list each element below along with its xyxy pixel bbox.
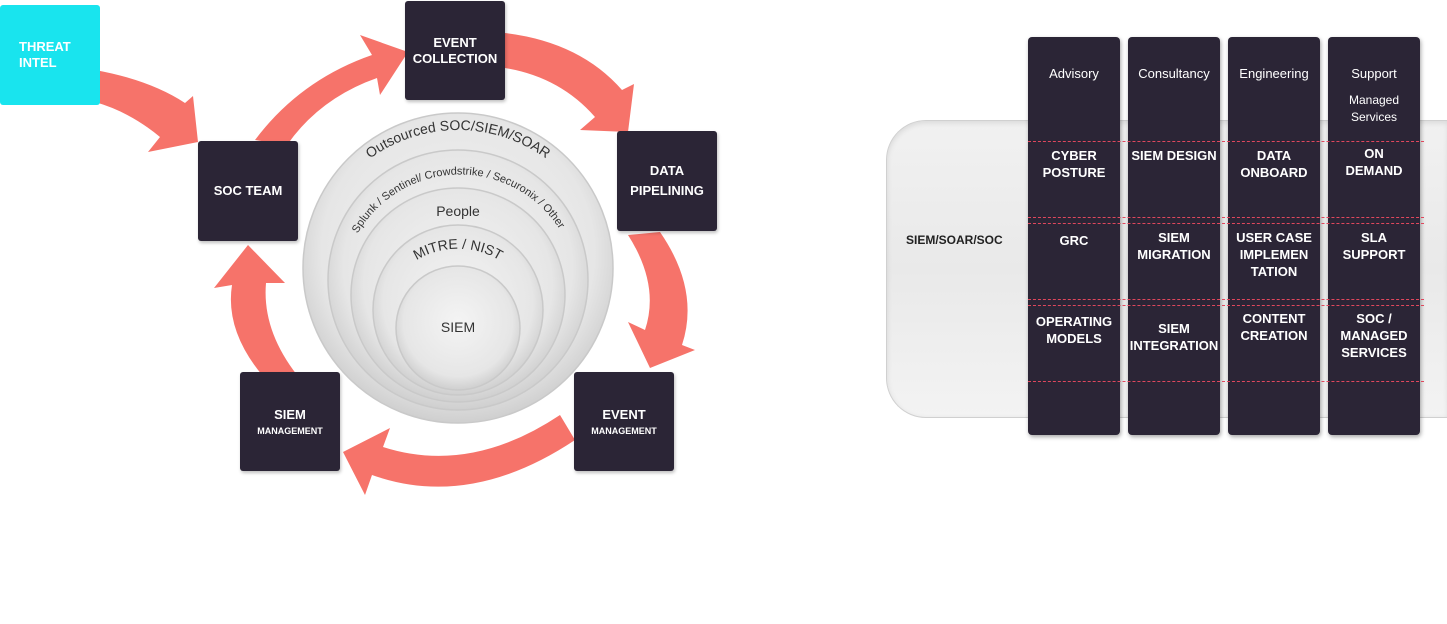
- arrow-eventmgmt-to-siemmgmt: [343, 415, 575, 495]
- service-cell-line: OPERATING: [1035, 314, 1113, 329]
- service-cell-line: DATA: [1256, 148, 1292, 163]
- arrow-threat-to-soc: [95, 70, 198, 152]
- threat-intel-line-1: THREAT: [19, 39, 71, 54]
- arrow-group: [95, 33, 695, 495]
- event-management-subtitle: MANAGEMENT: [591, 425, 657, 436]
- service-cell: SLA SUPPORT: [1328, 229, 1420, 263]
- row-separator: [1028, 217, 1424, 218]
- service-column-heading: Support: [1351, 66, 1397, 81]
- service-cell-line: SLA: [1361, 230, 1387, 245]
- service-cell-line: SERVICES: [1341, 345, 1407, 360]
- nested-rings: Outsourced SOC/SIEM/SOAR Splunk / Sentin…: [302, 112, 614, 424]
- event-collection-line-2: COLLECTION: [412, 50, 498, 66]
- service-cell-line: IMPLEMEN: [1239, 247, 1309, 262]
- data-pipelining-line-1: DATA: [649, 163, 685, 178]
- service-cell-line: MANAGED: [1340, 328, 1408, 343]
- service-cell: ON DEMAND: [1328, 145, 1420, 179]
- service-cell: CYBER POSTURE: [1028, 147, 1120, 181]
- service-column-subheading: Managed: [1348, 93, 1400, 107]
- arrow-soc-to-collection: [255, 35, 408, 145]
- service-cell-line: SIEM DESIGN: [1131, 148, 1217, 163]
- service-column-heading: Engineering: [1239, 66, 1309, 81]
- service-cell-line: CONTENT: [1242, 311, 1306, 326]
- service-cell-line: ONBOARD: [1240, 165, 1308, 180]
- service-cell-line: SUPPORT: [1342, 247, 1406, 262]
- data-pipelining-box: DATA PIPELINING: [617, 131, 717, 231]
- service-cell: OPERATING MODELS: [1028, 313, 1120, 347]
- siem-management-box: SIEM MANAGEMENT: [240, 372, 340, 471]
- siem-management-subtitle: MANAGEMENT: [257, 425, 323, 436]
- service-cell-line: CREATION: [1240, 328, 1308, 343]
- ring-core: [395, 265, 521, 391]
- service-cell: GRC: [1028, 232, 1120, 249]
- soc-team-box: SOC TEAM: [198, 141, 298, 241]
- row-separator: [1028, 299, 1424, 300]
- service-cell-line: TATION: [1250, 264, 1298, 279]
- service-cell-line: GRC: [1059, 233, 1089, 248]
- service-cell-line: MIGRATION: [1137, 247, 1211, 262]
- service-cell-line: INTEGRATION: [1129, 338, 1219, 353]
- service-cell: SIEM MIGRATION: [1128, 229, 1220, 263]
- service-cell: USER CASE IMPLEMEN TATION: [1228, 229, 1320, 280]
- event-collection-box: EVENT COLLECTION: [405, 1, 505, 100]
- services-tray-label: SIEM/SOAR/SOC: [906, 233, 1003, 247]
- arrow-siemmgmt-to-soc: [214, 245, 297, 375]
- event-management-box: EVENT MANAGEMENT: [574, 372, 674, 471]
- event-management-title: EVENT: [602, 406, 646, 422]
- service-column-heading: Advisory: [1049, 66, 1099, 81]
- row-separator: [1028, 381, 1424, 382]
- soc-team-label: SOC TEAM: [213, 183, 283, 198]
- service-cell-line: SOC /: [1356, 311, 1392, 326]
- ring-core-label: SIEM: [441, 319, 475, 335]
- service-cell: SIEM DESIGN: [1128, 147, 1220, 164]
- service-cell: DATA ONBOARD: [1228, 147, 1320, 181]
- row-separator: [1028, 305, 1424, 306]
- service-cell-line: MODELS: [1046, 331, 1102, 346]
- service-cell-line: ON: [1364, 146, 1384, 161]
- service-cell: CONTENT CREATION: [1228, 310, 1320, 344]
- row-separator: [1028, 141, 1424, 142]
- service-cell-line: POSTURE: [1042, 165, 1106, 180]
- ring-people-label: People: [436, 203, 480, 219]
- service-cell-line: USER CASE: [1236, 230, 1312, 245]
- threat-intel-box: THREAT INTEL: [0, 5, 100, 105]
- service-cell: SOC / MANAGED SERVICES: [1328, 310, 1420, 361]
- arrow-pipelining-to-eventmgmt: [628, 232, 695, 368]
- service-column-heading: Consultancy: [1138, 66, 1210, 81]
- threat-intel-line-2: INTEL: [19, 55, 57, 70]
- service-cell: SIEM INTEGRATION: [1128, 320, 1220, 354]
- service-column-subheading: Services: [1350, 110, 1397, 124]
- siem-management-title: SIEM: [274, 406, 306, 422]
- event-collection-line-1: EVENT: [433, 34, 477, 50]
- row-separator: [1028, 223, 1424, 224]
- service-cell-line: DEMAND: [1345, 163, 1403, 178]
- service-cell-line: SIEM: [1158, 321, 1190, 336]
- data-pipelining-line-2: PIPELINING: [630, 183, 704, 198]
- service-cell-line: CYBER: [1051, 148, 1097, 163]
- arrow-collection-to-pipelining: [505, 33, 634, 132]
- service-cell-line: SIEM: [1158, 230, 1190, 245]
